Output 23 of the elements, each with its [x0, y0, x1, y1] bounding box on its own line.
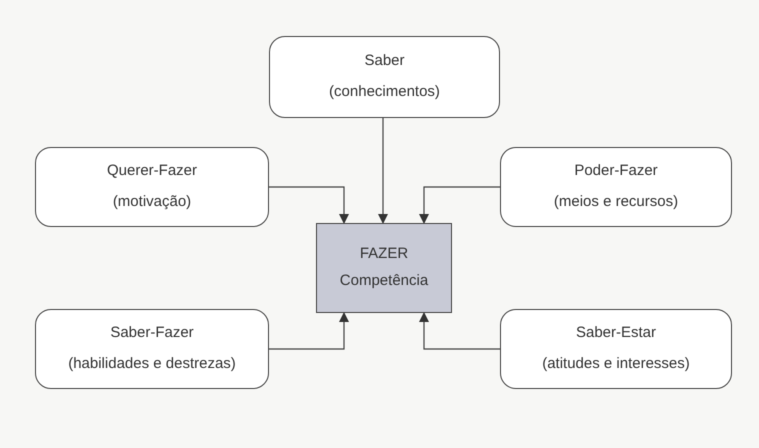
- box-title: FAZER: [360, 245, 408, 264]
- arrow: [419, 312, 500, 350]
- rounded-box: [35, 147, 269, 227]
- box-subtitle: (conhecimentos): [329, 83, 440, 102]
- arrow: [378, 118, 388, 224]
- box-subtitle: (meios e recursos): [554, 193, 678, 212]
- arrow: [269, 186, 349, 224]
- box-subtitle: Competência: [340, 272, 428, 291]
- box-title: Saber-Fazer: [110, 324, 194, 343]
- rounded-box: [35, 309, 269, 389]
- box-title: Saber-Estar: [576, 324, 656, 343]
- box-subtitle: (habilidades e destrezas): [68, 355, 236, 374]
- box-title: Poder-Fazer: [574, 162, 658, 181]
- central-box: [316, 223, 452, 313]
- rounded-box: [500, 309, 732, 389]
- arrow: [269, 312, 349, 350]
- box-title: Saber: [364, 52, 405, 71]
- rounded-box: [269, 36, 500, 118]
- rounded-box: [500, 147, 732, 227]
- box-subtitle: (motivação): [112, 193, 192, 212]
- box-subtitle: (atitudes e interesses): [542, 355, 690, 374]
- box-title: Querer-Fazer: [106, 162, 198, 181]
- arrow: [419, 186, 500, 224]
